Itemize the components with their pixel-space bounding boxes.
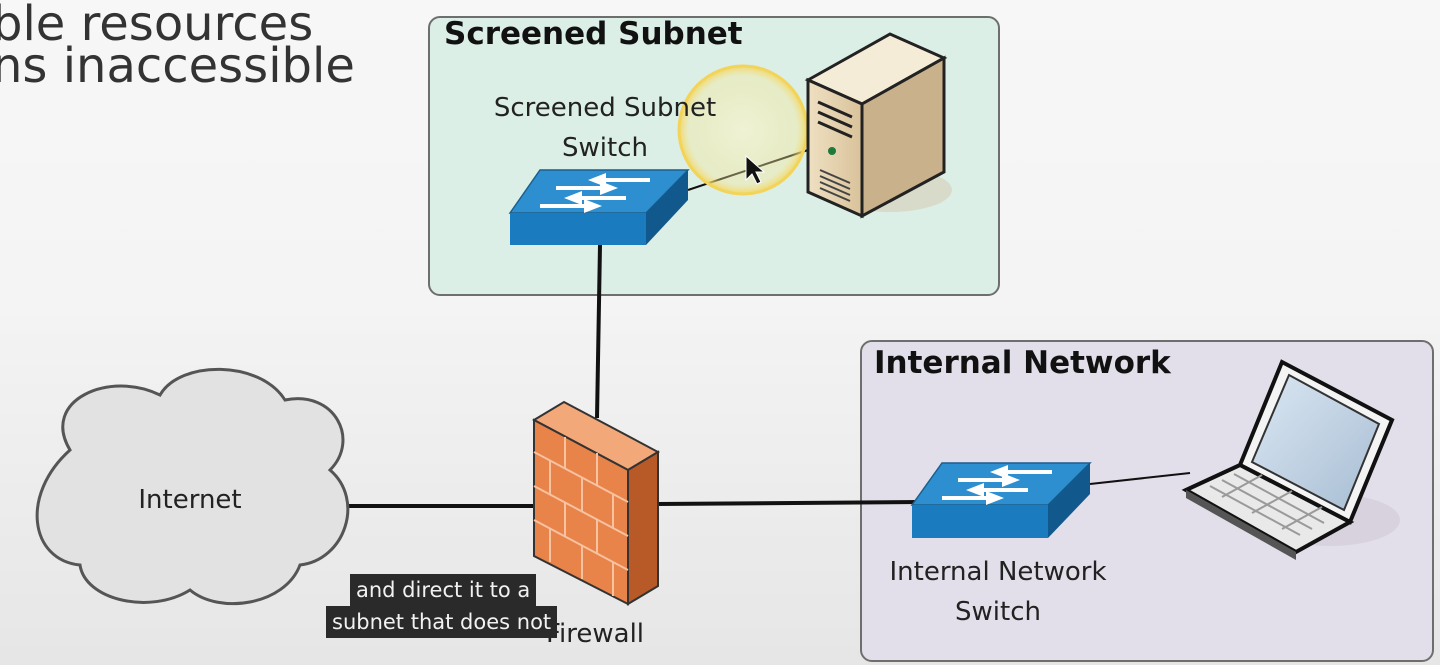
internal-network-switch-icon <box>910 462 1092 538</box>
firewall-label: Firewall <box>545 619 645 649</box>
internal-network-switch-label: Internal Network Switch <box>889 557 1107 627</box>
network-links <box>340 149 1191 508</box>
screened-subnet-title: Screened Subnet <box>444 16 743 52</box>
mouse-pointer-icon <box>745 154 766 185</box>
internet-label: Internet <box>138 485 242 515</box>
cloud-icon <box>35 367 350 606</box>
link-internal-switch-laptop <box>1089 472 1191 485</box>
server-icon <box>804 32 952 219</box>
screened-subnet-switch-icon <box>508 169 690 245</box>
link-firewall-dmz-switch <box>595 244 602 419</box>
slide-text-line-2: ns inaccessible <box>0 38 355 94</box>
laptop-icon <box>1181 359 1400 560</box>
link-firewall-internal-switch <box>655 500 921 506</box>
internal-network-title: Internal Network <box>874 345 1171 381</box>
screened-subnet-switch-label: Screened Subnet Switch <box>493 93 717 163</box>
firewall-icon <box>531 400 661 606</box>
caption-line-2: subnet that does not <box>326 606 558 638</box>
slide-text-line-1: ble resources <box>0 0 314 52</box>
caption-line-1: and direct it to a <box>350 574 537 606</box>
